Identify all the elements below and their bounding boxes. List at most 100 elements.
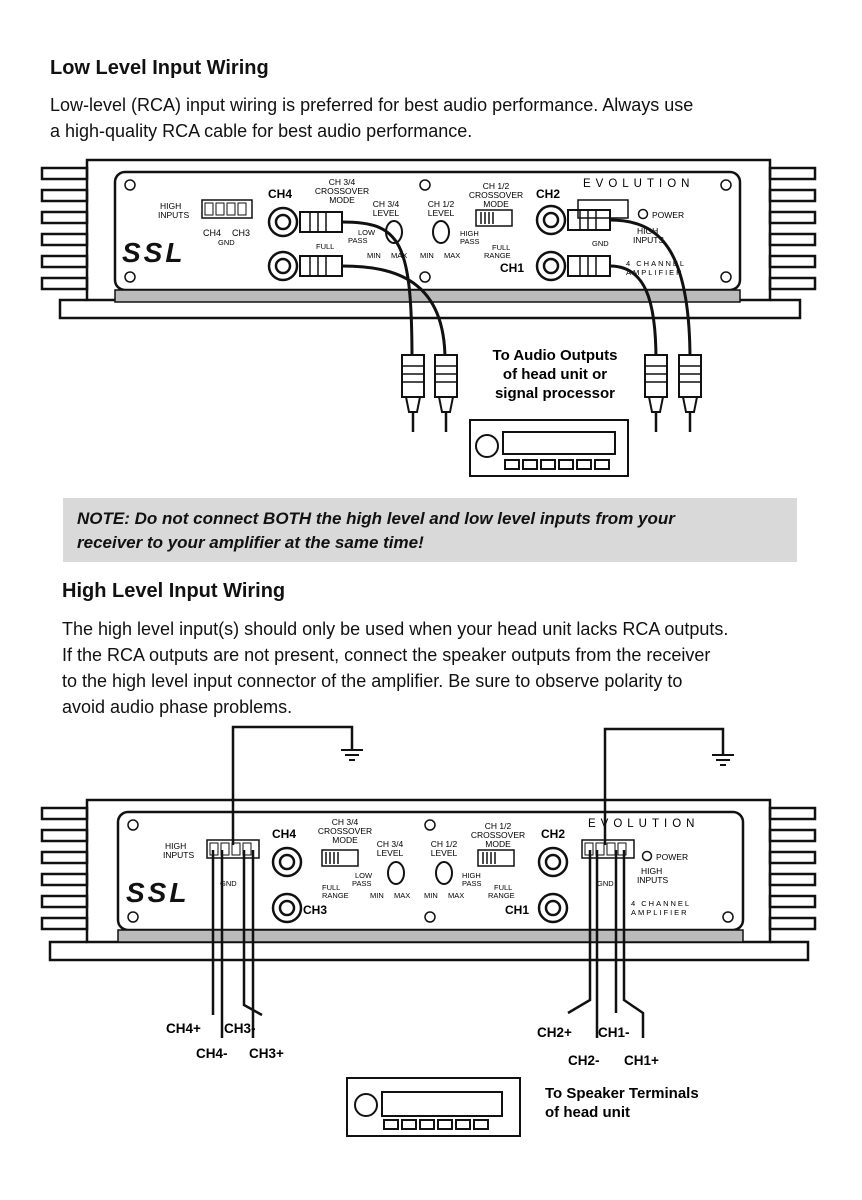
ch3-jack-label-b: CH3 [303,903,327,917]
ch1-jack-label-b: CH1 [505,903,529,917]
high-inputs-label-right-2: INPUTS [633,235,665,245]
note-text: NOTE: Do not connect BOTH the high level… [77,507,797,555]
low-pass-label-bottom: PASS [348,236,367,245]
wire-label-ch1-minus: CH1- [598,1025,630,1040]
gnd-label-left: GND [218,238,235,247]
low-pass-34-b2: PASS [352,879,371,888]
level-12-knob-b[interactable] [435,861,453,885]
gnd-label-left-b: GND [220,879,237,888]
level-34-line2: LEVEL [373,208,400,218]
level-34-line1: CH 3/4 [373,199,400,209]
full-range-12-b2: RANGE [488,891,515,900]
crossover-34-b1: CH 3/4 [332,817,359,827]
crossover-34-b3: MODE [332,835,358,845]
high-level-wiring-diagram: SSL HIGH INPUTS GND CH4 CH3 CH 3/4 CROSS… [40,725,817,1137]
low-pass-34-b1: LOW [355,871,373,880]
note-line1: NOTE: Do not connect BOTH the high level… [77,509,675,528]
high-headunit-caption-1: To Speaker Terminals [545,1085,699,1102]
low-headunit-caption-3: signal processor [495,385,615,402]
crossover-34-line3: MODE [329,195,355,205]
ch2-jack-label: CH2 [536,187,560,201]
high-head-unit [346,1077,521,1137]
crossover-34-b2: CROSSOVER [318,826,372,836]
crossover-12-line3: MODE [483,199,509,209]
crossover-34-line1: CH 3/4 [329,177,356,187]
channel-amp-b2: AMPLIFIER [631,908,689,917]
level-12-b1: CH 1/2 [431,839,458,849]
level-34-knob-b[interactable] [387,861,405,885]
amp-logo-2: SSL [126,877,189,908]
wire-label-ch1-plus: CH1+ [624,1053,659,1068]
low-level-intro-line1: Low-level (RCA) input wiring is preferre… [50,95,694,115]
full-range-12-top: FULL [492,243,510,252]
level-34-b1: CH 3/4 [377,839,404,849]
crossover-12-b1: CH 1/2 [485,821,512,831]
channel-amp-line1: 4 CHANNEL [626,259,686,268]
level-12-b2: LEVEL [431,848,458,858]
power-led-icon-b [641,850,653,862]
low-level-heading: Low Level Input Wiring [50,57,269,79]
brand-label: EVOLUTION [583,178,694,190]
high-level-heading: High Level Input Wiring [62,580,286,602]
full-range-12-b1: FULL [494,883,512,892]
wire-label-ch2-minus: CH2- [568,1053,600,1068]
crossover-12-line2: CROSSOVER [469,190,523,200]
full-range-label: FULL [316,242,334,251]
ch3-terminal-label: CH3 [232,228,250,238]
high-inputs-label-left-b1: HIGH [165,841,186,851]
wire-label-ch3-minus: CH3- [224,1021,256,1036]
high-level-line3: to the high level input connector of the… [62,671,683,691]
low-level-intro-line2: a high-quality RCA cable for best audio … [50,121,473,141]
high-inputs-label-right-b2: INPUTS [637,875,669,885]
ch1-jack-label: CH1 [500,261,524,275]
power-label: POWER [652,210,684,220]
min-34: MIN [367,251,381,260]
min-12: MIN [420,251,434,260]
high-inputs-label-left-b2: INPUTS [163,850,195,860]
high-inputs-label-left: HIGH [160,201,181,211]
gnd-label-right-b: GND [597,879,614,888]
channel-amp-line2: AMPLIFIER [626,268,684,277]
crossover-34-line2: CROSSOVER [315,186,369,196]
level-12-line1: CH 1/2 [428,199,455,209]
power-label-b: POWER [656,852,688,862]
min-12-b: MIN [424,891,438,900]
crossover-12-b2: CROSSOVER [471,830,525,840]
high-level-line2: If the RCA outputs are not present, conn… [62,645,711,665]
min-34-b: MIN [370,891,384,900]
high-pass-12-b1: HIGH [462,871,481,880]
crossover-12-b3: MODE [485,839,511,849]
high-headunit-caption-2: of head unit [545,1104,630,1121]
low-level-wiring-diagram: SSL HIGH INPUTS CH4 CH3 GND CH4 CH 3/4 C… [40,158,817,477]
low-pass-label-top: LOW [358,228,376,237]
low-headunit-caption-2: of head unit or [503,366,607,383]
full-range-34-b1: FULL [322,883,340,892]
gnd-label-right: GND [592,239,609,248]
high-inputs-label-right-1: HIGH [637,226,658,236]
max-34-b: MAX [394,891,410,900]
ch2-jack-label-b: CH2 [541,827,565,841]
crossover-34-switch[interactable] [321,849,359,867]
ch4-jack-label-b: CH4 [272,827,296,841]
low-head-unit [469,419,629,477]
wire-label-ch4-minus: CH4- [196,1046,228,1061]
ch4-terminal-label: CH4 [203,228,221,238]
max-12: MAX [444,251,460,260]
note-box: NOTE: Do not connect BOTH the high level… [63,498,797,562]
note-line2: receiver to your amplifier at the same t… [77,533,424,552]
level-34-b2: LEVEL [377,848,404,858]
crossover-12-line1: CH 1/2 [483,181,510,191]
low-headunit-caption-1: To Audio Outputs [493,347,618,364]
high-pass-12-bottom: PASS [460,237,479,246]
amp-logo: SSL [122,237,185,268]
max-12-b: MAX [448,891,464,900]
ch4-jack-label: CH4 [268,187,292,201]
channel-amp-b1: 4 CHANNEL [631,899,691,908]
high-pass-12-b2: PASS [462,879,481,888]
high-pass-12-top: HIGH [460,229,479,238]
level-12-knob[interactable] [432,220,450,244]
full-range-12-bottom: RANGE [484,251,511,260]
max-34: MAX [391,251,407,260]
wire-label-ch3-plus: CH3+ [249,1046,284,1061]
brand-label-b: EVOLUTION [588,818,699,830]
